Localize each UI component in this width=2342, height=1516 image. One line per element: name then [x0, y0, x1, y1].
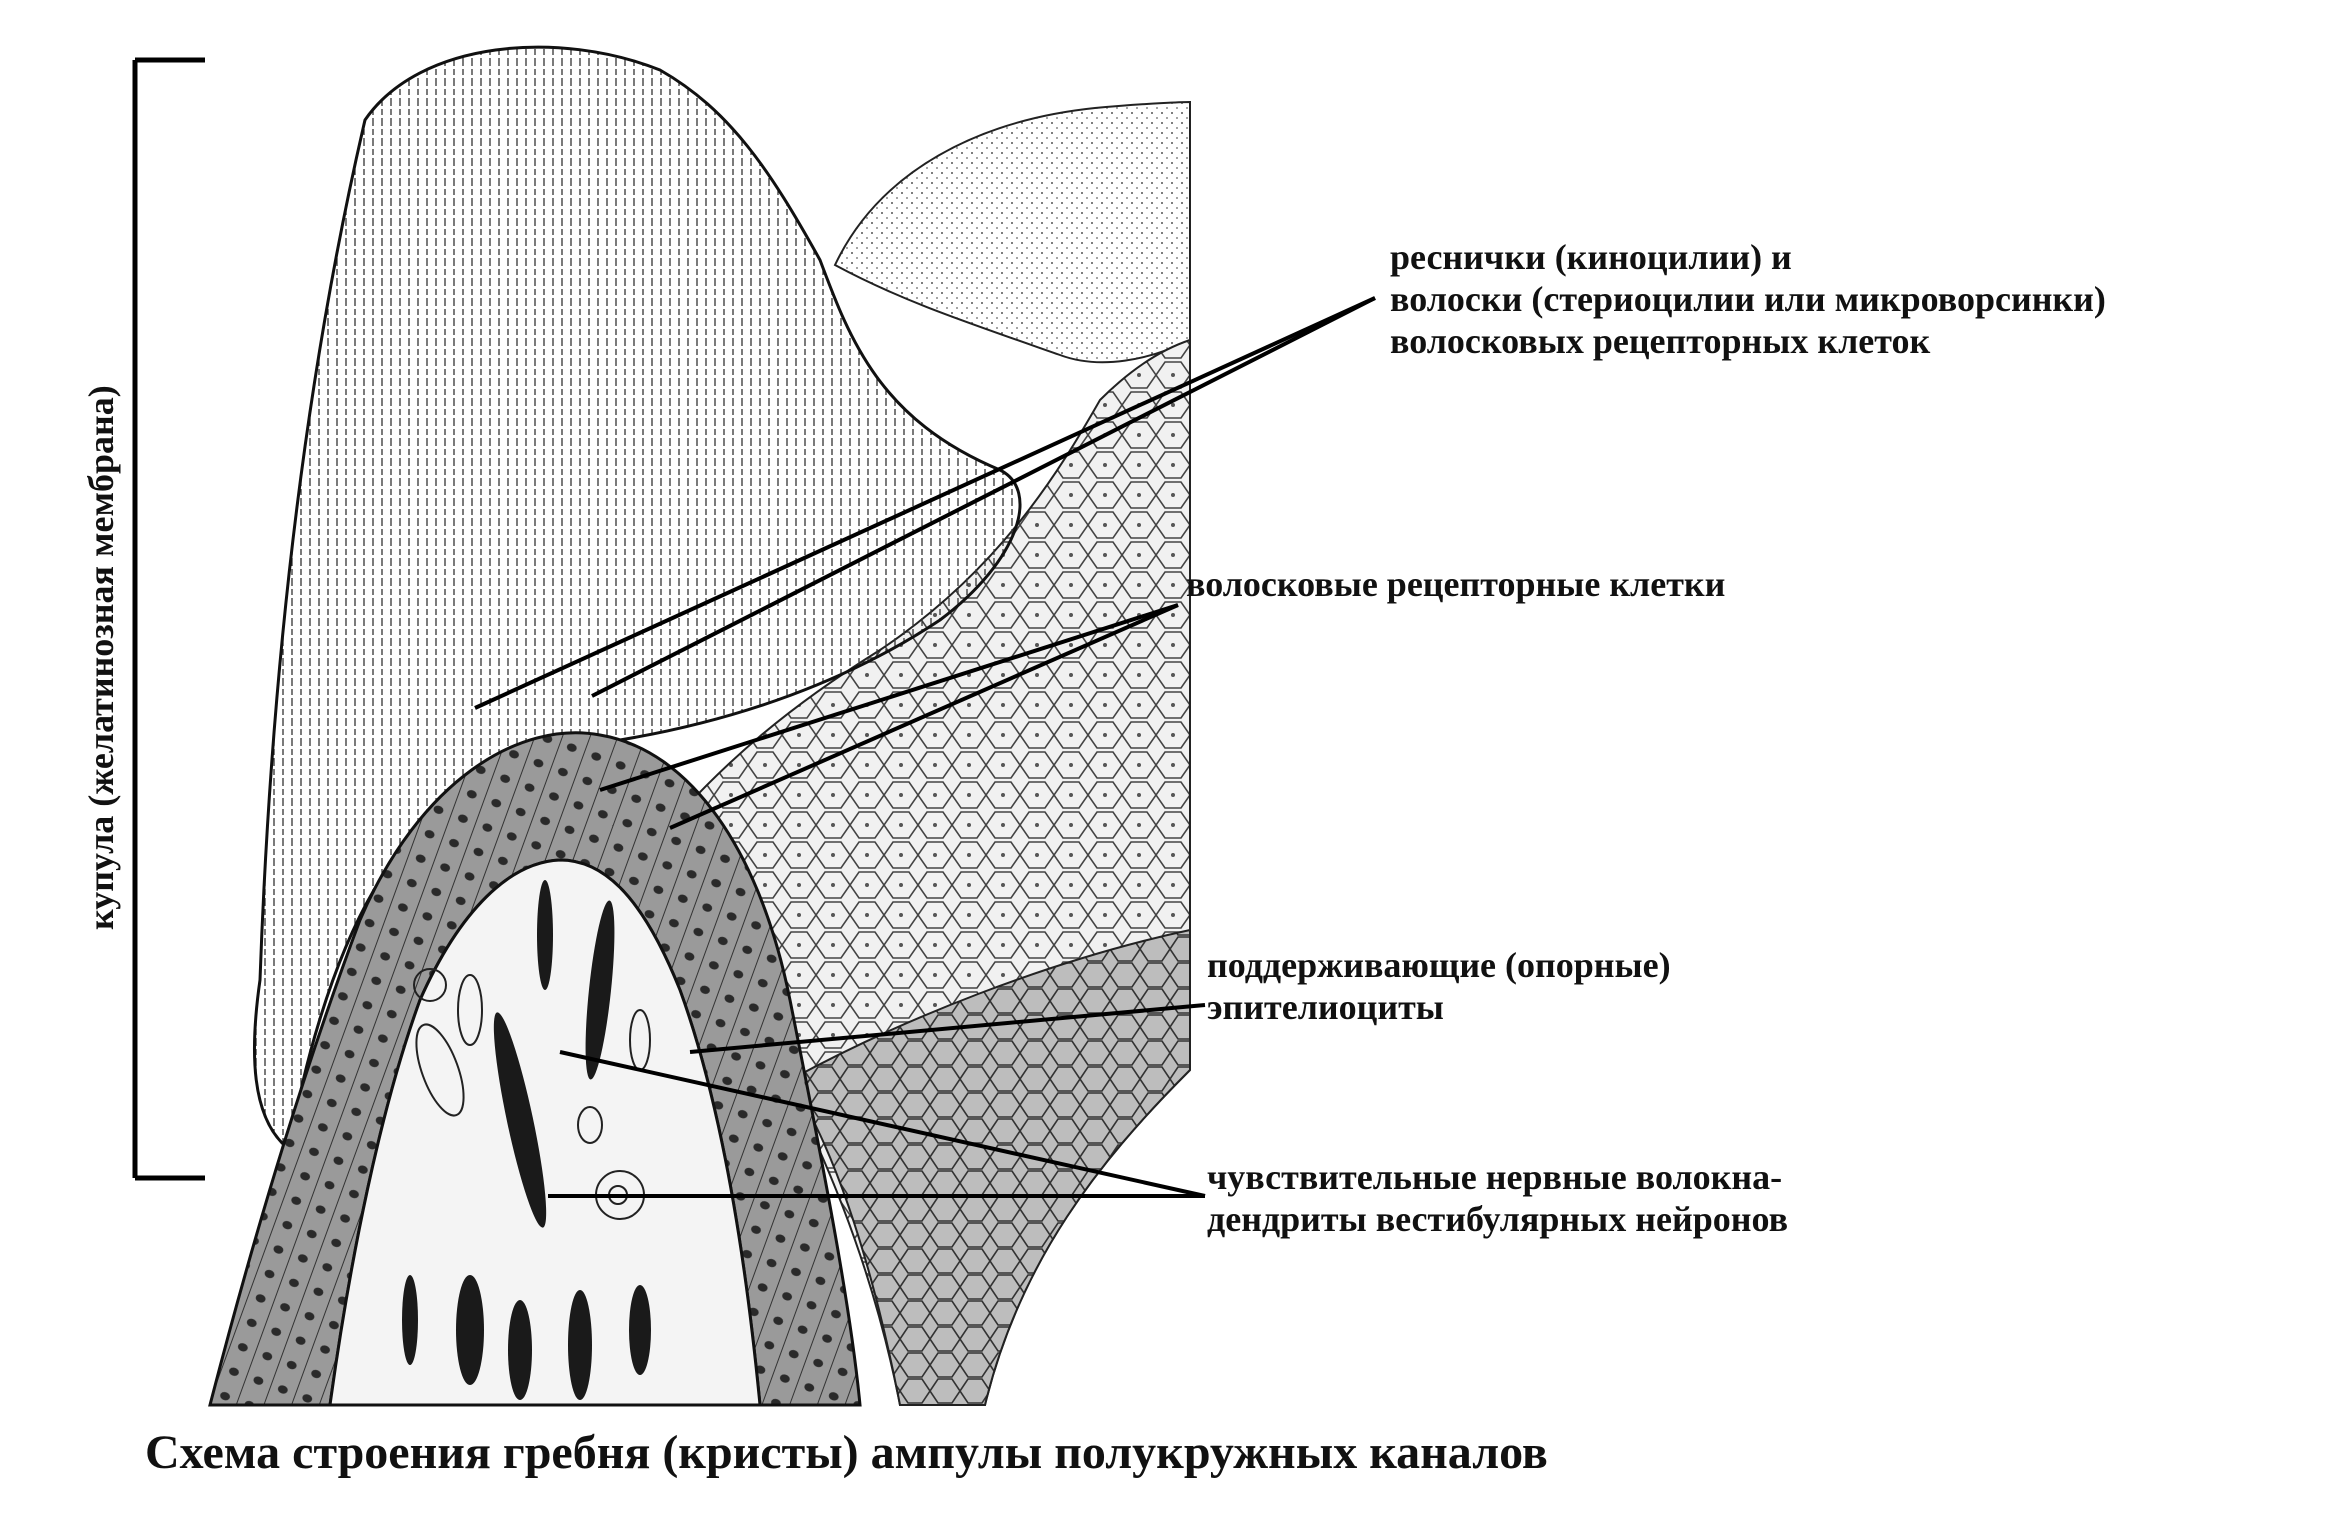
label-hair-cells-text: волосковые рецепторные клетки: [1186, 564, 1726, 604]
label-nerve-fibers: чувствительные нервные волокна- дендриты…: [1207, 1156, 1788, 1240]
cupula-label-text: купула (желатинозная мембрана): [81, 385, 121, 930]
label-supporting-cells: поддерживающие (опорные) эпителиоциты: [1207, 944, 1671, 1028]
label-cilia-line2: волоски (стериоцилии или микроворсинки): [1390, 279, 2106, 319]
label-cilia: реснички (киноцилии) и волоски (стериоци…: [1390, 236, 2106, 362]
cupula: [252, 45, 1022, 1153]
cupula-label: купула (желатинозная мембрана): [40, 250, 121, 930]
pointer-lines: [474, 296, 1376, 1198]
crista-core: [328, 858, 762, 1407]
label-nerve-line1: чувствительные нервные волокна-: [1207, 1157, 1783, 1197]
label-supporting-line2: эпителиоциты: [1207, 987, 1444, 1027]
label-hair-cells: волосковые рецепторные клетки: [1186, 563, 1725, 605]
label-cilia-line1: реснички (киноцилии) и: [1390, 237, 1792, 277]
label-cilia-line3: волосковых рецепторных клеток: [1390, 321, 1931, 361]
cupula-bracket: [132, 57, 205, 1181]
label-supporting-line1: поддерживающие (опорные): [1207, 945, 1671, 985]
nerve-fibers: [402, 880, 651, 1400]
connective-tissue-dark: [788, 928, 1191, 1406]
label-nerve-line2: дендриты вестибулярных нейронов: [1207, 1199, 1789, 1239]
ampulla-wall-upper: [833, 100, 1191, 364]
figure-caption: Схема строения гребня (кристы) ампулы по…: [145, 1426, 1548, 1479]
